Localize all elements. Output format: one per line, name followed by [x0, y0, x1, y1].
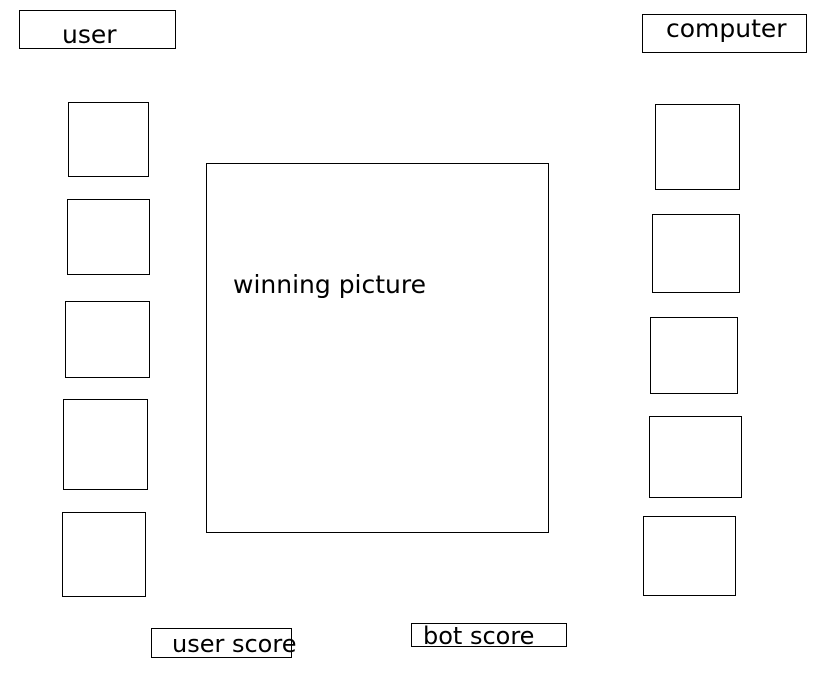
user-choice-box-5[interactable] [62, 512, 146, 597]
winning-picture-label: winning picture [233, 270, 427, 299]
user-label-box [19, 10, 176, 49]
computer-label-box [642, 14, 807, 53]
bot-score-label: bot score [423, 622, 535, 650]
computer-choice-box-3 [650, 317, 738, 394]
computer-choice-box-2 [652, 214, 740, 293]
user-label: user [62, 20, 117, 49]
bot-score-box [411, 623, 567, 647]
computer-choice-box-5 [643, 516, 736, 596]
user-choice-box-1[interactable] [68, 102, 149, 177]
winning-picture-box [206, 163, 549, 533]
computer-choice-box-4 [649, 416, 742, 498]
user-choice-box-3[interactable] [65, 301, 150, 378]
user-choice-box-2[interactable] [67, 199, 150, 275]
user-score-box [151, 628, 292, 658]
computer-choice-box-1 [655, 104, 740, 190]
computer-label: computer [666, 14, 787, 43]
user-score-label: user score [172, 630, 297, 658]
user-choice-box-4[interactable] [63, 399, 148, 490]
